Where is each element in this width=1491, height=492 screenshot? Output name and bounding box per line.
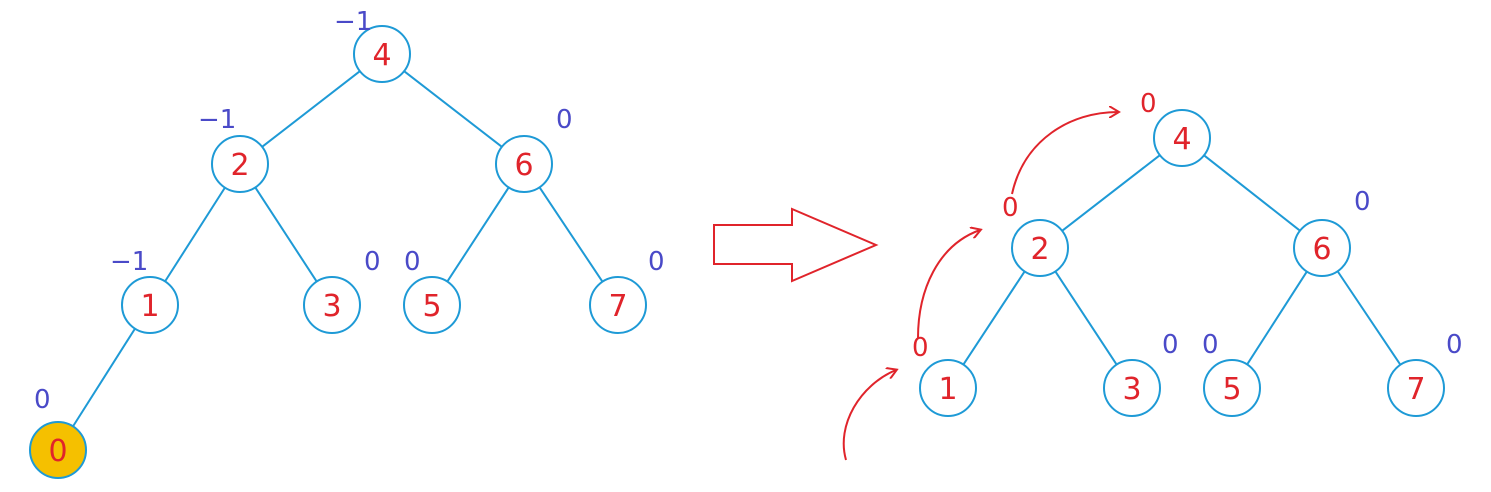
node-value: 0 xyxy=(48,434,67,469)
tree-edge-6-7 xyxy=(538,186,604,283)
tree-edge-4-6 xyxy=(1203,154,1301,232)
balance-factor: −1 xyxy=(334,7,372,37)
node-value: 7 xyxy=(1406,372,1425,407)
balance-factor: 0 xyxy=(1202,330,1219,360)
node-value: 5 xyxy=(422,289,441,324)
curved-arrow-icon xyxy=(917,230,980,339)
node-value: 6 xyxy=(1312,232,1331,267)
tree-edge-1-0 xyxy=(72,328,136,427)
node-circle xyxy=(1103,359,1161,417)
before-node-2: 2−1 xyxy=(198,105,269,193)
node-value: 6 xyxy=(514,148,533,183)
after-node-5: 50 xyxy=(1202,330,1261,417)
balance-factor: 0 xyxy=(1446,330,1463,360)
node-value: 5 xyxy=(1222,372,1241,407)
balance-factor: 0 xyxy=(1140,89,1157,119)
tree-edge-4-2 xyxy=(261,70,361,148)
node-value: 4 xyxy=(1172,122,1191,157)
curved-arrow-icon xyxy=(1011,112,1118,195)
before-node-1: 1−1 xyxy=(110,247,179,334)
node-value: 4 xyxy=(372,38,391,73)
after-node-1: 10 xyxy=(912,333,977,417)
before-tree-edges xyxy=(72,70,604,427)
node-circle xyxy=(403,276,461,334)
node-circle xyxy=(495,135,553,193)
node-value: 3 xyxy=(1122,372,1141,407)
node-circle xyxy=(919,359,977,417)
tree-edge-4-2 xyxy=(1061,154,1161,232)
balance-factor: 0 xyxy=(1354,187,1371,217)
tree-edge-4-6 xyxy=(403,70,503,148)
tree-edge-2-3 xyxy=(1054,270,1118,366)
node-value: 3 xyxy=(322,289,341,324)
before-node-0: 00 xyxy=(29,385,87,479)
balance-factor: 0 xyxy=(404,247,421,277)
balance-factor: 0 xyxy=(648,247,665,277)
node-circle xyxy=(1387,359,1445,417)
node-circle xyxy=(1293,219,1351,277)
balance-factor: 0 xyxy=(364,247,381,277)
balance-factor: −1 xyxy=(198,105,236,135)
balance-factor: 0 xyxy=(1002,193,1019,223)
balance-factor: 0 xyxy=(34,385,51,415)
after-tree-edges xyxy=(962,154,1402,366)
after-node-4: 40 xyxy=(1140,89,1211,167)
node-circle xyxy=(1011,219,1069,277)
node-circle xyxy=(1153,109,1211,167)
tree-edge-2-3 xyxy=(254,186,318,283)
node-circle xyxy=(211,135,269,193)
tree-edge-6-7 xyxy=(1336,270,1402,366)
node-value: 2 xyxy=(230,148,249,183)
tree-edge-2-1 xyxy=(962,270,1026,366)
node-circle xyxy=(303,276,361,334)
before-node-4: 4−1 xyxy=(334,7,411,83)
before-node-3: 30 xyxy=(303,247,381,334)
right-outline-arrow xyxy=(713,207,879,283)
balance-factor: −1 xyxy=(110,247,148,277)
after-node-3: 30 xyxy=(1103,330,1179,417)
tree-edge-2-1 xyxy=(164,187,226,282)
after-node-6: 60 xyxy=(1293,187,1371,277)
node-circle xyxy=(353,25,411,83)
before-node-5: 50 xyxy=(403,247,461,334)
balance-factor: 0 xyxy=(912,333,929,363)
curved-arrow-icon xyxy=(842,370,896,461)
node-value: 2 xyxy=(1030,232,1049,267)
node-value: 1 xyxy=(938,372,957,407)
balance-factor: 0 xyxy=(1162,330,1179,360)
node-circle xyxy=(589,276,647,334)
before-node-6: 60 xyxy=(495,105,573,193)
before-node-7: 70 xyxy=(589,247,665,334)
update-path-arrows xyxy=(842,112,1118,461)
node-circle xyxy=(1203,359,1261,417)
node-circle xyxy=(121,276,179,334)
after-node-7: 70 xyxy=(1387,330,1463,417)
balance-factor: 0 xyxy=(556,105,573,135)
node-value: 7 xyxy=(608,289,627,324)
after-node-2: 20 xyxy=(1002,193,1069,277)
tree-edge-6-5 xyxy=(446,186,510,283)
inserted-node-circle xyxy=(29,421,87,479)
node-value: 1 xyxy=(140,289,159,324)
tree-edge-6-5 xyxy=(1246,271,1308,365)
